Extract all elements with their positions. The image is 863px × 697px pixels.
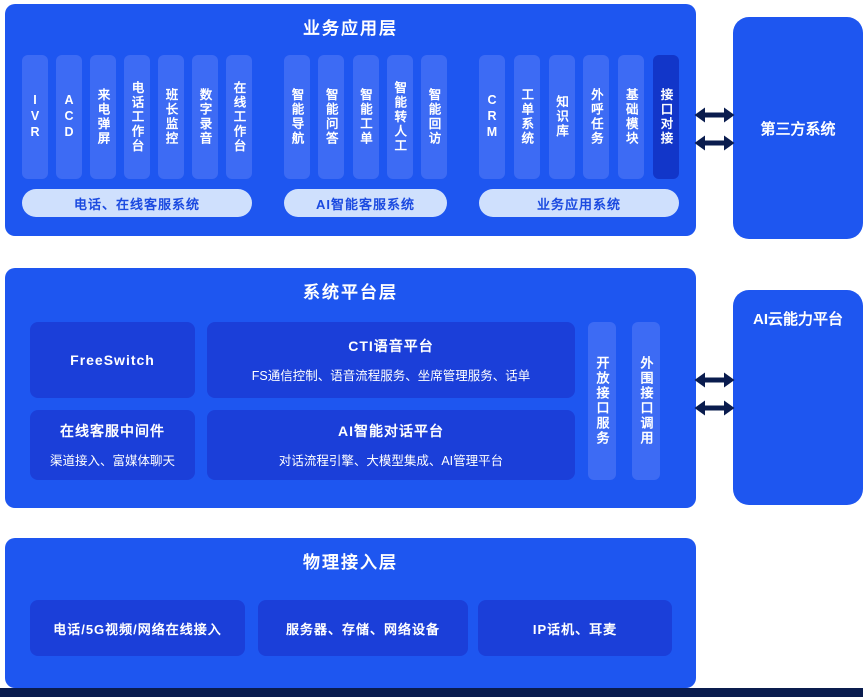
ai-dialog-platform-box: AI智能对话平台 对话流程引擎、大模型集成、AI管理平台 xyxy=(207,410,575,480)
physical-layer-title: 物理接入层 xyxy=(303,553,398,572)
business-layer-panel: 业务应用层 IVR ACD 来电弹屏 电话工作台 班长监控 数字录音 在线工作台… xyxy=(5,4,696,236)
business-layer-title: 业务应用层 xyxy=(303,19,398,38)
pill-phone-online-service-system: 电话、在线客服系统 xyxy=(22,189,252,217)
phone-5g-network-access-box: 电话/5G视频/网络在线接入 xyxy=(30,600,245,656)
open-api-service-bar: 开放接口服务 xyxy=(588,322,616,480)
freeswitch-title: FreeSwitch xyxy=(70,352,155,368)
peripheral-api-call-bar: 外围接口调用 xyxy=(632,322,660,480)
bidirectional-arrow-icon xyxy=(694,135,735,151)
ip-phone-headset-box: IP话机、耳麦 xyxy=(478,600,672,656)
business-column: 数字录音 xyxy=(192,55,218,179)
business-column: IVR xyxy=(22,55,48,179)
business-column: 班长监控 xyxy=(158,55,184,179)
business-column: 基础模块 xyxy=(618,55,645,179)
group-telephony: IVR ACD 来电弹屏 电话工作台 班长监控 数字录音 在线工作台 电话、在线… xyxy=(22,55,252,217)
ai-cloud-platform-label: AI云能力平台 xyxy=(752,311,843,328)
pill-business-application-system: 业务应用系统 xyxy=(479,189,679,217)
ai-dialog-subtitle: 对话流程引擎、大模型集成、AI管理平台 xyxy=(278,454,504,468)
business-column: 知识库 xyxy=(548,55,575,179)
business-column: 智能转人工 xyxy=(386,55,413,179)
business-column: 来电弹屏 xyxy=(90,55,116,179)
platform-layer-title: 系统平台层 xyxy=(303,283,398,302)
group-ai-service: 智能导航 智能问答 智能工单 智能转人工 智能回访 AI智能客服系统 xyxy=(284,55,447,217)
platform-layer-panel: 系统平台层 FreeSwitch CTI语音平台 FS通信控制、语音流程服务、坐… xyxy=(5,268,696,508)
group-business-app: CRM 工单系统 知识库 外呼任务 基础模块 接口对接 业务应用系统 xyxy=(479,55,679,217)
business-column: 智能回访 xyxy=(421,55,447,179)
third-party-system-box: 第三方系统 xyxy=(733,17,863,239)
column-interface-docking: 接口对接 xyxy=(652,55,679,179)
business-app-columns: CRM 工单系统 知识库 外呼任务 基础模块 接口对接 xyxy=(479,55,679,179)
middleware-subtitle: 渠道接入、富媒体聊天 xyxy=(49,454,175,468)
online-service-middleware-box: 在线客服中间件 渠道接入、富媒体聊天 xyxy=(30,410,195,480)
third-party-system-label: 第三方系统 xyxy=(760,120,836,138)
physical-layer-panel: 物理接入层 电话/5G视频/网络在线接入 服务器、存储、网络设备 IP话机、耳麦 xyxy=(5,538,696,688)
telephony-columns: IVR ACD 来电弹屏 电话工作台 班长监控 数字录音 在线工作台 xyxy=(22,55,252,179)
pill-ai-customer-service-system: AI智能客服系统 xyxy=(284,189,447,217)
business-column: 电话工作台 xyxy=(124,55,150,179)
business-column: ACD xyxy=(56,55,82,179)
business-column: 外呼任务 xyxy=(583,55,610,179)
cti-title: CTI语音平台 xyxy=(348,338,434,354)
cti-subtitle: FS通信控制、语音流程服务、坐席管理服务、话单 xyxy=(251,369,531,383)
ai-dialog-title: AI智能对话平台 xyxy=(338,423,444,439)
middleware-title: 在线客服中间件 xyxy=(60,423,165,439)
business-column: CRM xyxy=(479,55,505,179)
business-column: 智能工单 xyxy=(352,55,379,179)
business-column: 智能问答 xyxy=(318,55,345,179)
cti-voice-platform-box: CTI语音平台 FS通信控制、语音流程服务、坐席管理服务、话单 xyxy=(207,322,575,398)
server-storage-network-box: 服务器、存储、网络设备 xyxy=(258,600,468,656)
ai-service-columns: 智能导航 智能问答 智能工单 智能转人工 智能回访 xyxy=(284,55,447,179)
business-column: 在线工作台 xyxy=(226,55,252,179)
business-column: 工单系统 xyxy=(513,55,540,179)
ai-cloud-platform-box: AI云能力平台 xyxy=(733,290,863,505)
footer-strip xyxy=(0,688,863,697)
bidirectional-arrow-icon xyxy=(694,107,735,123)
business-groups-row: IVR ACD 来电弹屏 电话工作台 班长监控 数字录音 在线工作台 电话、在线… xyxy=(22,55,679,217)
business-column: 智能导航 xyxy=(284,55,310,179)
bidirectional-arrow-icon xyxy=(694,400,735,416)
bidirectional-arrow-icon xyxy=(694,372,735,388)
freeswitch-box: FreeSwitch xyxy=(30,322,195,398)
